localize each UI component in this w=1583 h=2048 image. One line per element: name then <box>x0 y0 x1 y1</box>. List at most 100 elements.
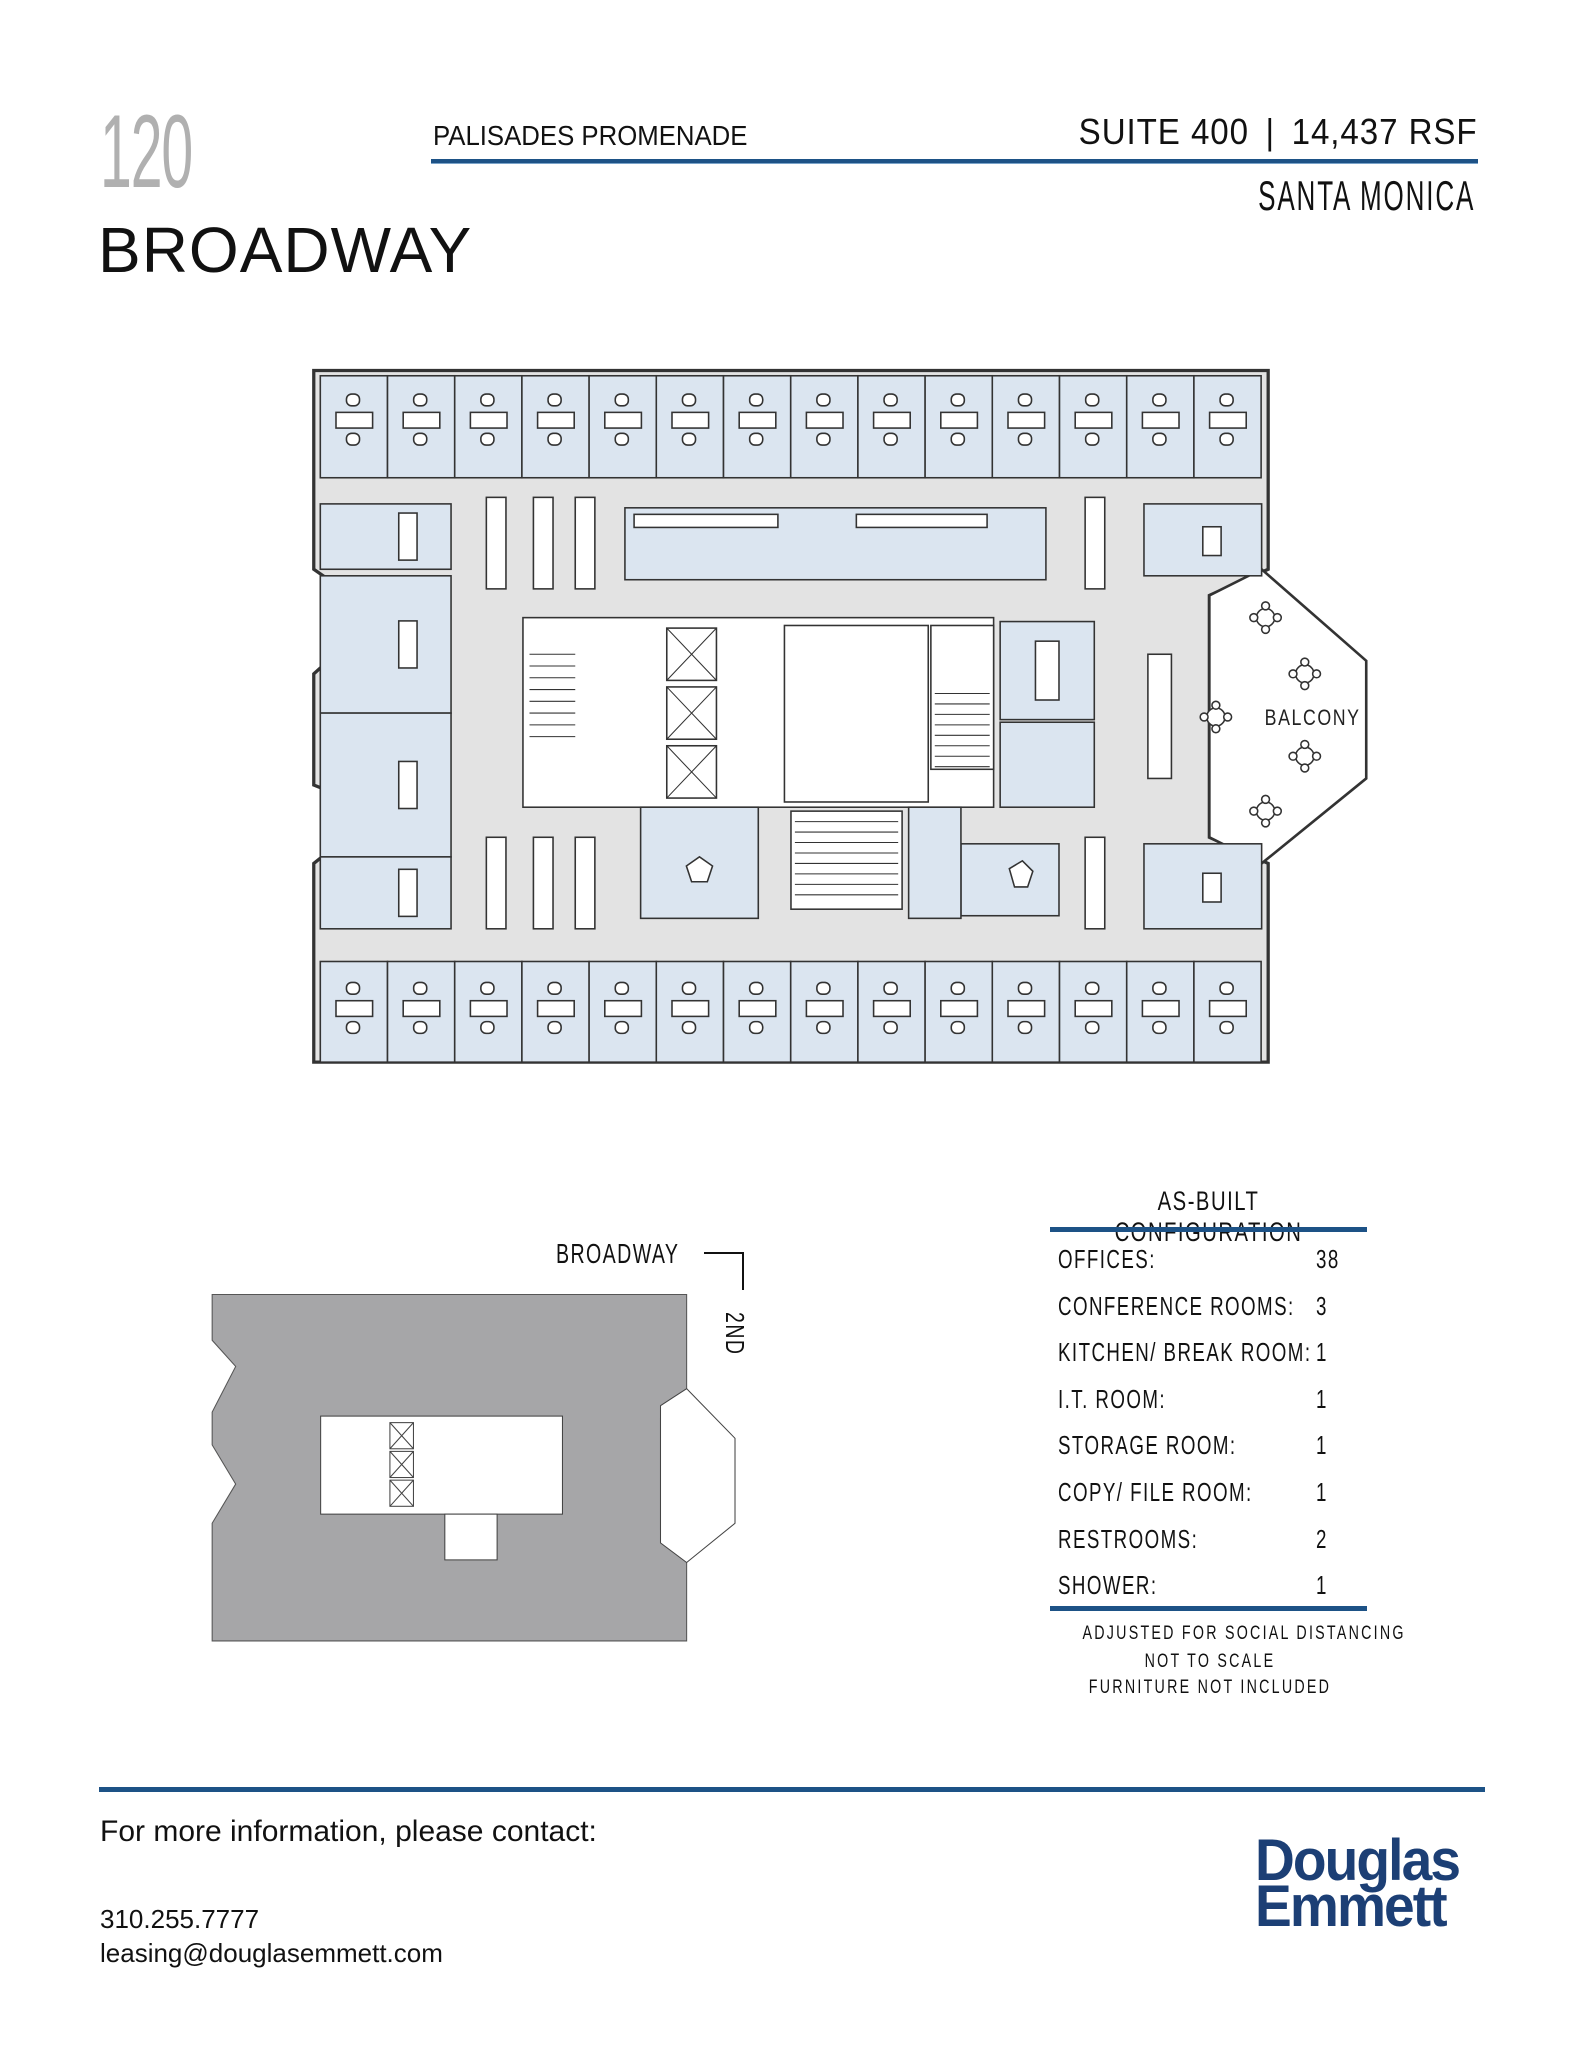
chair <box>950 1020 966 1035</box>
chair <box>1084 1020 1100 1035</box>
balcony-chair <box>1260 794 1271 805</box>
config-label: RESTROOMS: <box>1058 1523 1199 1554</box>
config-row: I.T. ROOM:1 <box>1058 1384 1348 1424</box>
chair <box>1219 393 1234 407</box>
desk <box>397 760 418 810</box>
it-room <box>999 721 1096 808</box>
config-value: 1 <box>1316 1430 1328 1461</box>
balcony-chair <box>1300 739 1310 750</box>
balcony-chair <box>1300 763 1310 773</box>
config-row: OFFICES:38 <box>1058 1244 1348 1284</box>
key-plan-elevator-x <box>389 1422 414 1450</box>
building-street: BROADWAY <box>98 214 473 286</box>
desk <box>1208 999 1247 1018</box>
desk <box>1141 999 1180 1018</box>
chair <box>480 393 495 407</box>
balcony-chair <box>1249 806 1259 816</box>
config-row: RESTROOMS: 2 <box>1058 1524 1348 1564</box>
chair <box>1152 432 1167 446</box>
chair <box>816 393 831 407</box>
conference-table <box>1008 859 1034 888</box>
chair <box>547 432 562 446</box>
chair <box>1017 981 1033 995</box>
suite-area: 14,437 RSF <box>1292 111 1478 152</box>
key-plan-street-label: BROADWAY <box>556 1238 680 1269</box>
balcony-chair <box>1288 751 1298 761</box>
chair <box>1219 432 1234 446</box>
desk <box>397 868 418 918</box>
chair <box>950 393 966 407</box>
chair <box>547 1020 562 1035</box>
office <box>319 856 452 930</box>
balcony-chair <box>1211 700 1221 710</box>
chair <box>480 1020 495 1035</box>
separator: | <box>1265 111 1276 152</box>
chair <box>412 981 428 995</box>
balcony-chair <box>1300 680 1310 691</box>
balcony-table <box>1255 801 1276 822</box>
balcony-chair <box>1272 806 1283 816</box>
suite-number: SUITE 400 <box>1079 111 1250 152</box>
desk <box>1007 999 1046 1018</box>
balcony-chair <box>1211 724 1221 734</box>
desk <box>402 411 441 429</box>
stair <box>930 624 995 771</box>
elevator-x <box>666 745 717 799</box>
config-row: CONFERENCE ROOMS:3 <box>1058 1291 1348 1331</box>
chair <box>681 1020 697 1035</box>
chair <box>748 981 764 995</box>
desk <box>536 411 575 429</box>
config-value: 2 <box>1316 1523 1328 1554</box>
desk <box>805 411 844 429</box>
config-label: SHOWER: <box>1058 1570 1158 1601</box>
conference-room <box>960 843 1060 917</box>
desk <box>1141 411 1180 429</box>
desk <box>671 999 710 1018</box>
balcony-table <box>1294 663 1315 684</box>
elevator-x <box>666 686 717 740</box>
chair <box>816 981 831 995</box>
balcony-chair <box>1311 669 1322 679</box>
office <box>319 712 452 858</box>
chair <box>345 393 361 407</box>
desk <box>1007 411 1046 429</box>
desk <box>335 411 374 429</box>
balcony-chair <box>1272 612 1283 623</box>
config-title: AS-BUILT CONFIGURATION <box>1114 1186 1303 1247</box>
note-not-to-scale: NOT TO SCALE <box>1144 1651 1276 1672</box>
chair <box>345 981 361 995</box>
balcony-table <box>1294 746 1315 767</box>
balcony-chair <box>1288 669 1298 679</box>
desk <box>1202 872 1222 903</box>
chair <box>883 432 898 446</box>
restrooms <box>783 624 930 803</box>
desk <box>1208 411 1247 429</box>
chair <box>883 1020 898 1035</box>
balcony-chair <box>1260 601 1271 611</box>
chair <box>681 981 697 995</box>
chair <box>412 1020 428 1035</box>
chair <box>681 432 697 446</box>
logo-line-1: Douglas <box>1255 1828 1461 1893</box>
desk <box>335 999 374 1018</box>
chair <box>1084 393 1100 407</box>
desk <box>738 999 777 1018</box>
chair <box>1017 393 1033 407</box>
workstation <box>574 836 596 930</box>
chair <box>614 393 630 407</box>
desk <box>1074 999 1113 1018</box>
chair <box>614 981 630 995</box>
desk <box>872 999 911 1018</box>
chair <box>748 432 764 446</box>
note-furniture: FURNITURE NOT INCLUDED <box>1088 1677 1332 1698</box>
desk <box>738 411 777 429</box>
desk <box>1202 525 1222 557</box>
elevator-x <box>666 627 717 681</box>
desk <box>469 411 508 429</box>
conference-table <box>1034 640 1060 701</box>
building-number: 120 <box>100 94 193 210</box>
contact-phone[interactable]: 310.255.7777 <box>100 1904 260 1934</box>
contact-email[interactable]: leasing@douglasemmett.com <box>100 1938 443 1968</box>
balcony-chair <box>1222 712 1233 722</box>
config-value: 1 <box>1316 1570 1328 1601</box>
